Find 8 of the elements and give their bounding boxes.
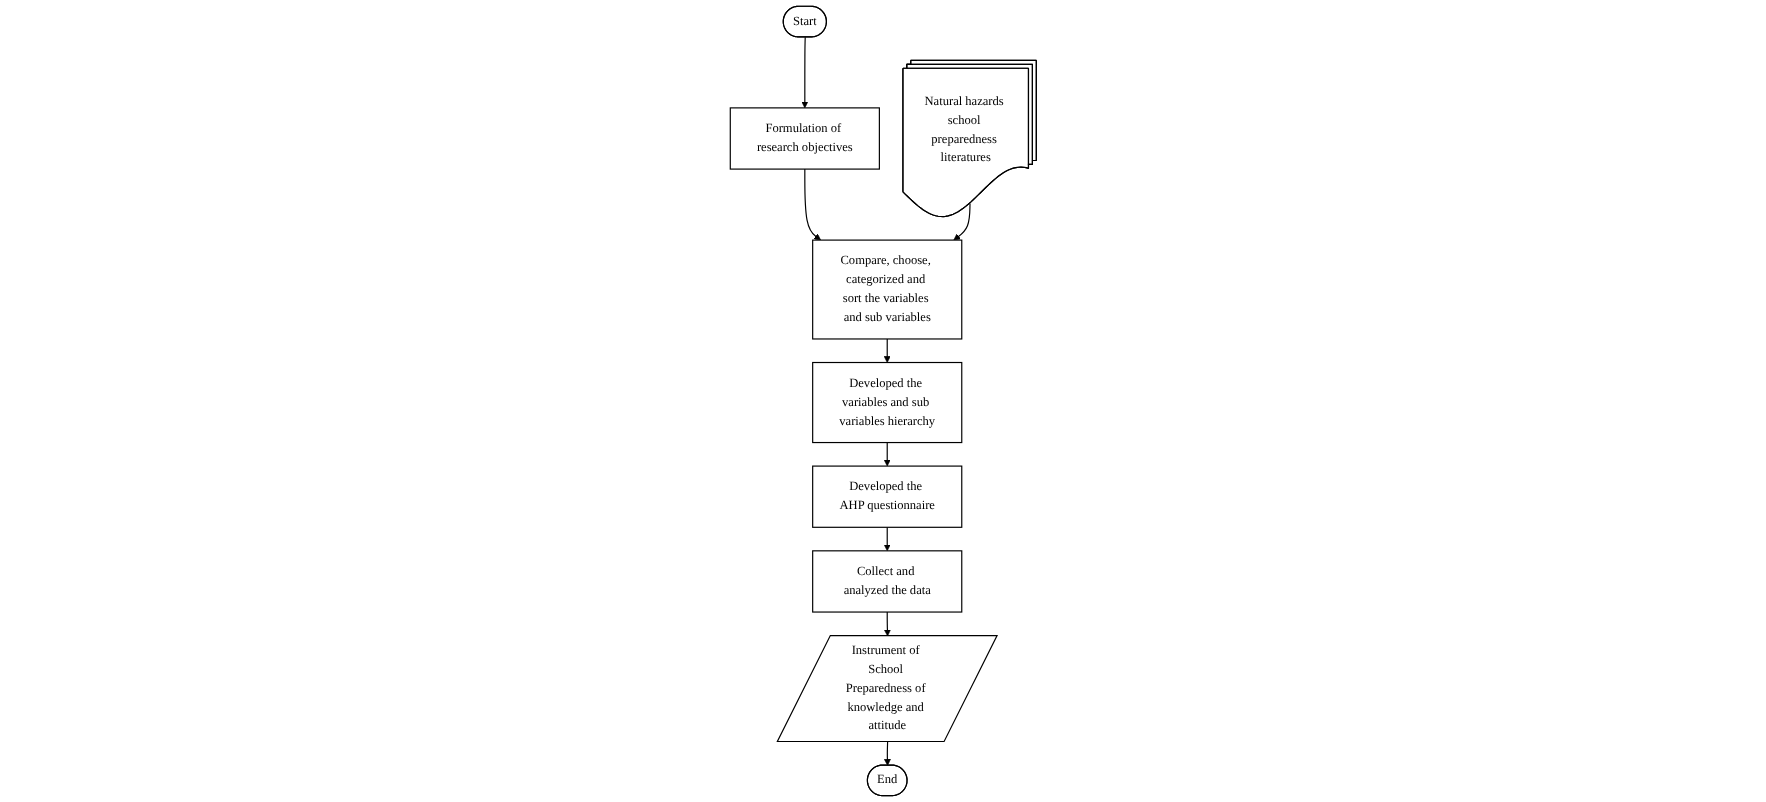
arrow [883,338,891,363]
arrow [883,526,891,552]
arrow [803,168,821,241]
arrow [883,442,891,467]
arrow [883,611,891,637]
arrow [883,741,891,766]
arrow [801,36,808,109]
arrow [953,202,971,241]
